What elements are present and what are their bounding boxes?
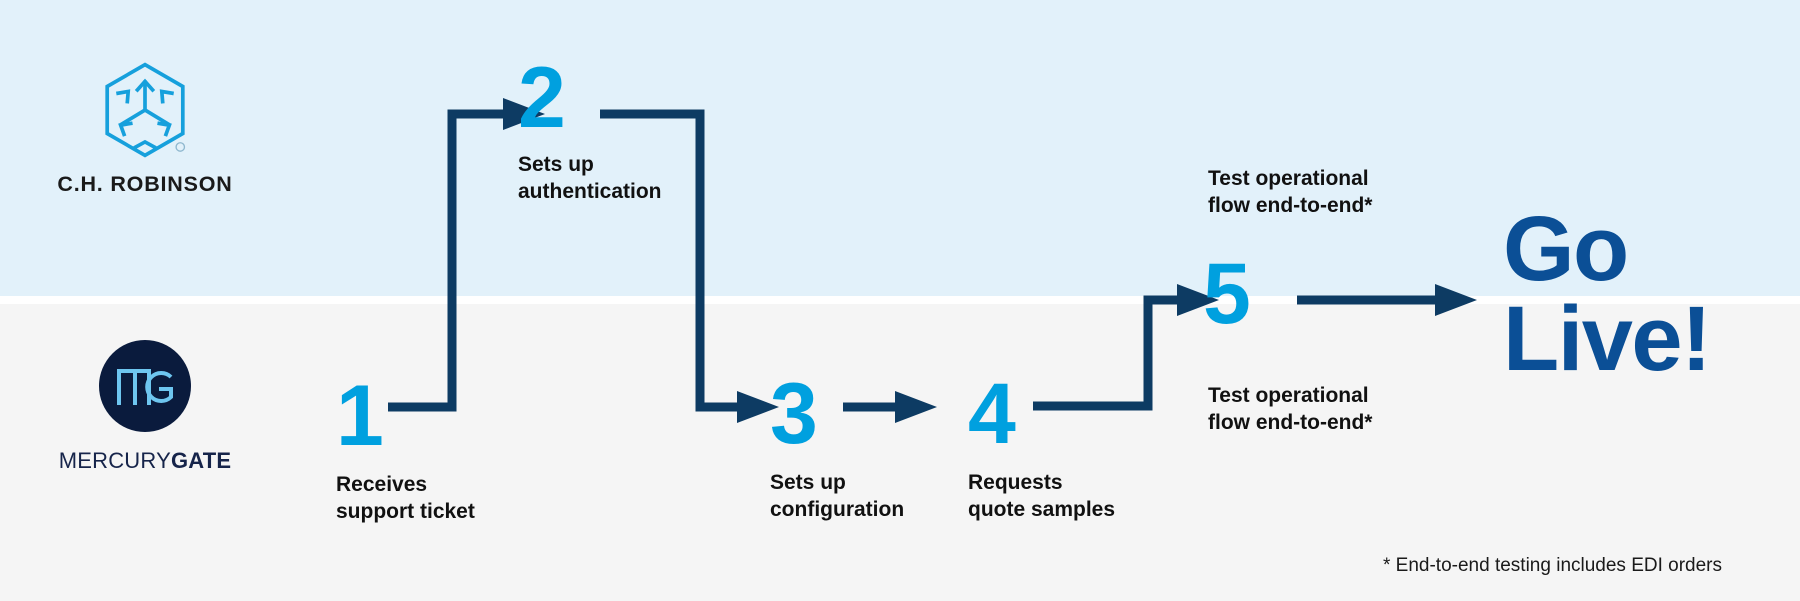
step-2: 2 Sets up authentication [518,50,662,206]
step-5-caption-bottom: Test operational flow end-to-end* [1208,384,1373,434]
connector-5-to-golive [1297,284,1477,316]
step-3-label: Sets up configuration [770,470,905,521]
mercurygate-wordmark: MERCURYGATE [40,448,250,474]
step-1-number: 1 [336,368,384,464]
step-4: 4 Requests quote samples [968,366,1116,524]
go-live-outcome: Go Live! [1503,198,1712,391]
step-3-number: 3 [770,366,818,462]
mercurygate-circle [99,340,191,432]
step-2-number: 2 [518,50,566,146]
lane-band-chrobinson [0,0,1800,296]
step-5: 5 [1203,246,1251,342]
connector-3-to-4 [843,391,937,423]
step-3: 3 Sets up configuration [770,366,905,524]
cube-arrows-hexagon-icon [105,62,186,158]
step-1-label: Receives support ticket [336,472,475,523]
mercurygate-wordmark-light: MERCURY [58,448,171,473]
connector-2-to-3 [600,109,779,423]
step-5-caption-top: Test operational flow end-to-end* [1208,167,1373,217]
chrobinson-logo: C.H. ROBINSON [40,62,250,197]
step-1: 1 Receives support ticket [336,368,475,526]
connector-4-to-5 [1033,284,1219,411]
chrobinson-wordmark: C.H. ROBINSON [57,172,233,196]
lane-band-mercurygate [0,304,1800,601]
mercurygate-wordmark-bold: GATE [170,448,232,473]
step-2-label: Sets up authentication [518,152,662,203]
footnote: * End-to-end testing includes EDI orders [1383,555,1723,576]
step-5-number: 5 [1203,246,1251,342]
step-4-number: 4 [968,366,1016,462]
step-4-label: Requests quote samples [968,470,1116,521]
mercurygate-logo: MERCURYGATE [40,340,250,474]
connector-1-to-2 [388,98,545,412]
mg-monogram-icon [117,369,173,405]
